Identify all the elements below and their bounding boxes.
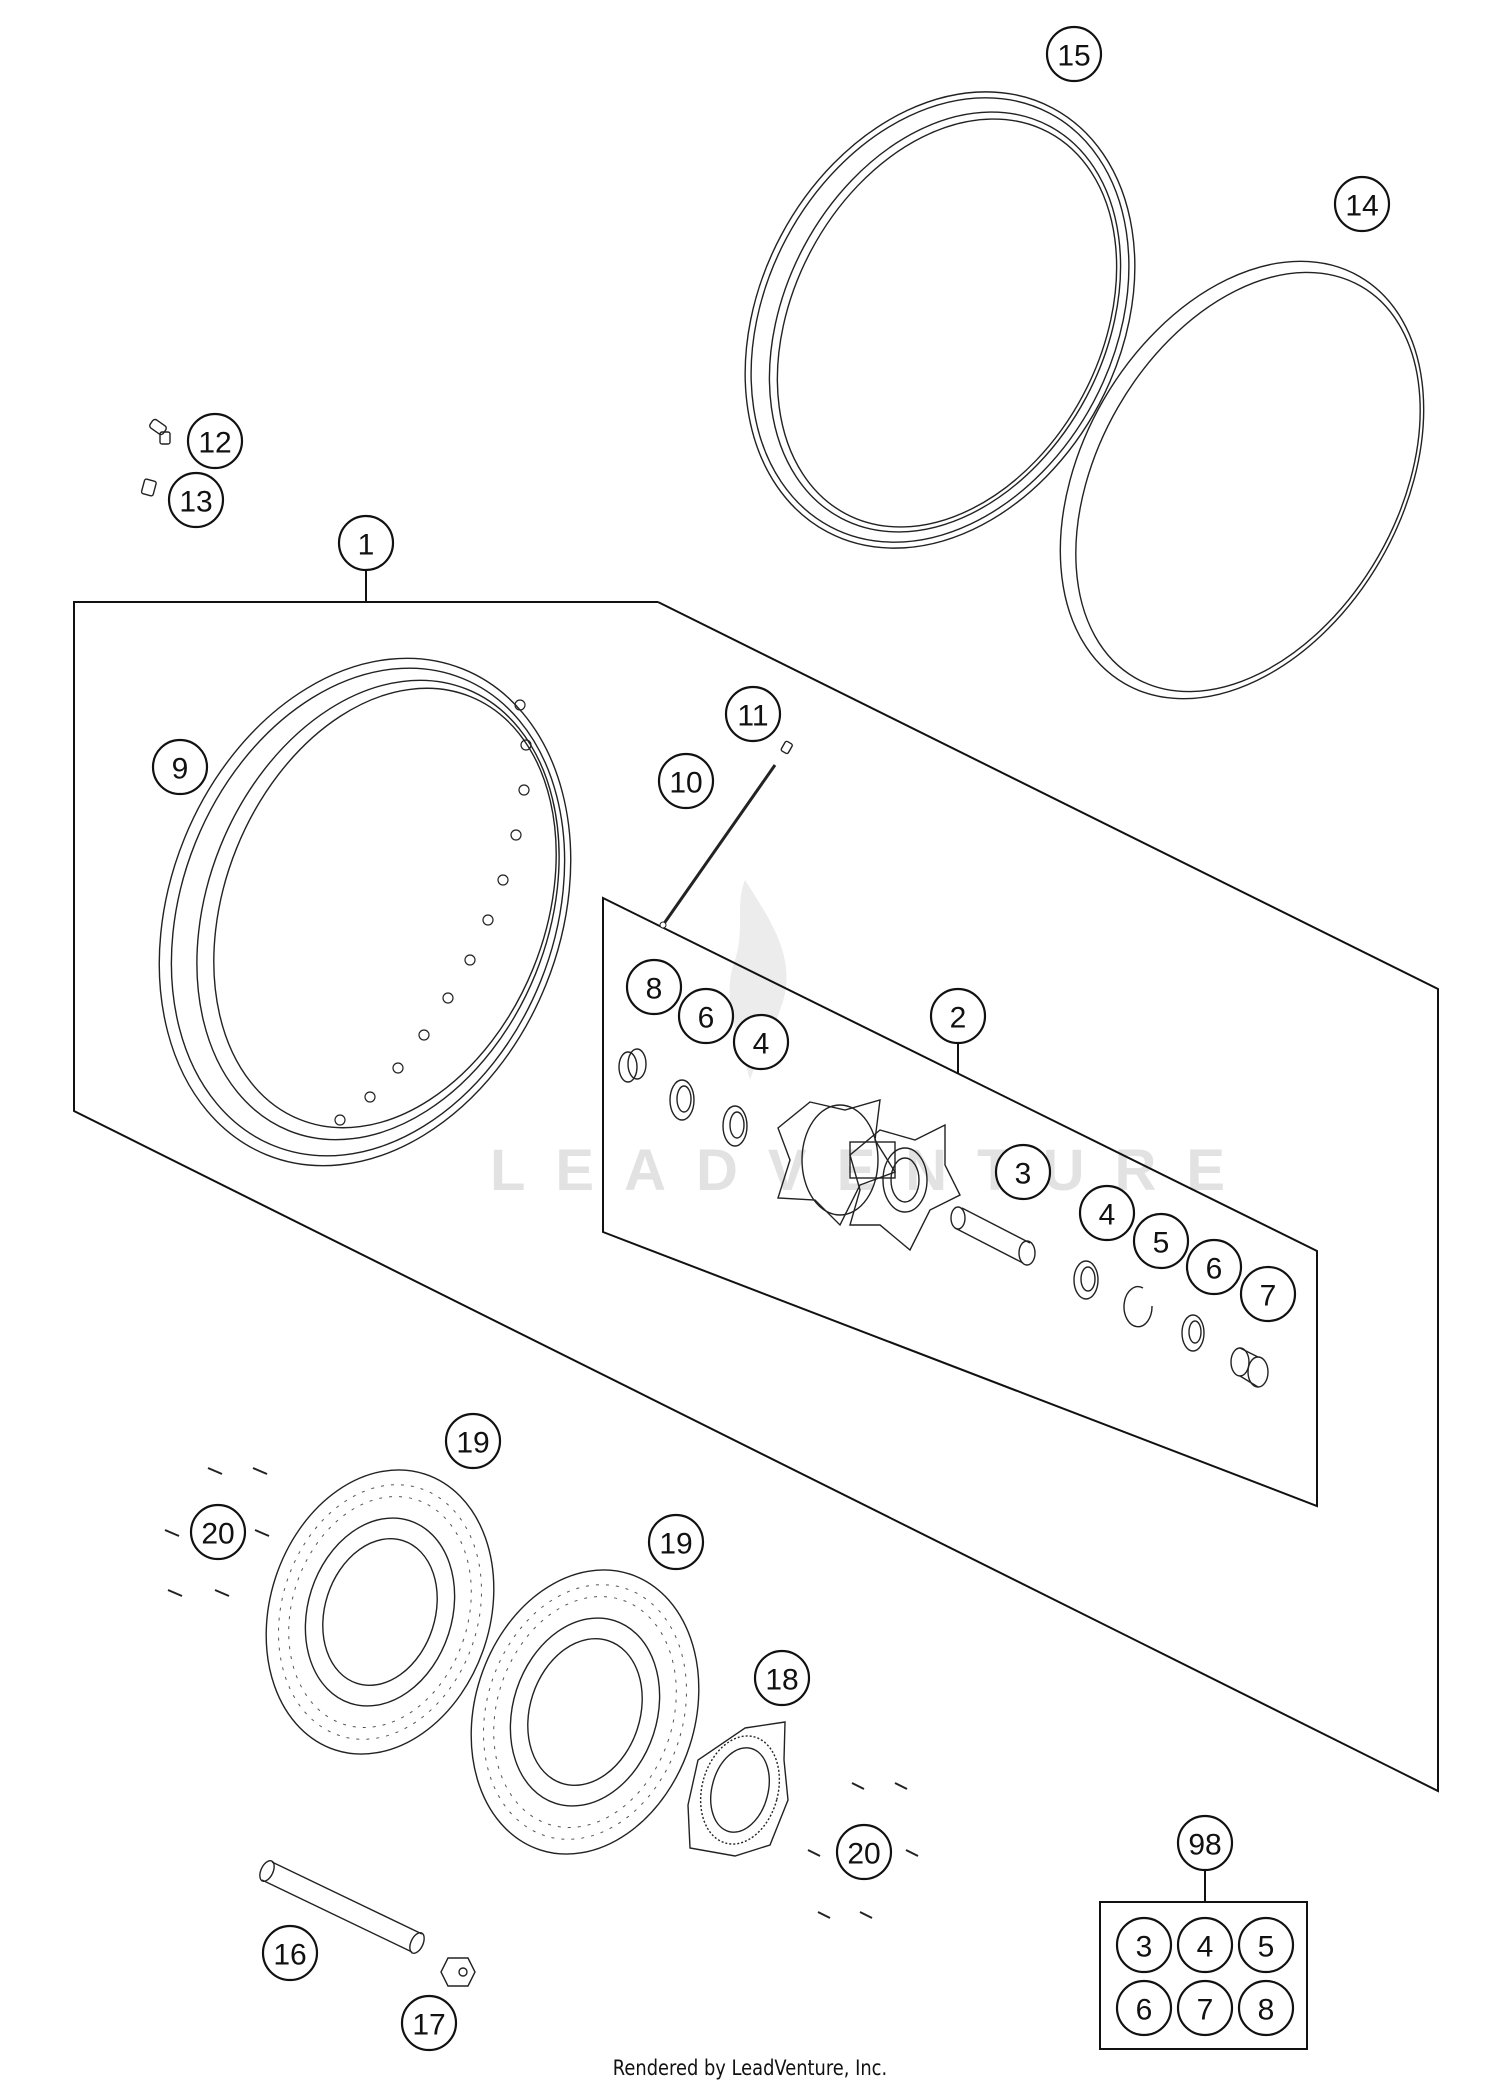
assembly-frame-1 — [73, 571, 1439, 1793]
kit-item-4[interactable]: 4 — [1176, 1916, 1234, 1974]
watermark: LEADVENTURE — [490, 880, 1255, 1203]
svg-text:19: 19 — [659, 1528, 692, 1561]
callout-12[interactable]: 12 — [186, 412, 244, 470]
svg-text:10: 10 — [669, 767, 702, 800]
wheel-spindle-icon — [259, 1860, 425, 1954]
svg-text:18: 18 — [765, 1664, 798, 1697]
svg-text:20: 20 — [847, 1838, 880, 1871]
bushing-8-icon — [618, 1048, 647, 1083]
callout-10[interactable]: 10 — [657, 752, 715, 810]
callout-5[interactable]: 5 — [1132, 1212, 1190, 1270]
svg-text:2: 2 — [950, 1002, 967, 1035]
kit-item-5[interactable]: 5 — [1237, 1916, 1295, 1974]
spoke-nipple-icon — [780, 740, 793, 755]
callout-98[interactable]: 98 — [1176, 1814, 1234, 1872]
circlip-5-icon — [1123, 1285, 1153, 1328]
bearing-4-icon — [722, 1105, 748, 1147]
svg-text:LEADVENTURE: LEADVENTURE — [490, 1138, 1255, 1203]
callout-11[interactable]: 11 — [724, 685, 782, 743]
assembly-frame-2 — [602, 896, 1318, 1508]
kit-item-3[interactable]: 3 — [1115, 1916, 1173, 1974]
svg-text:1: 1 — [358, 529, 375, 562]
callout-6-left[interactable]: 6 — [677, 987, 735, 1045]
svg-text:17: 17 — [412, 2009, 445, 2042]
svg-text:9: 9 — [172, 753, 189, 786]
svg-text:13: 13 — [179, 486, 212, 519]
callout-20-left[interactable]: 20 — [189, 1503, 247, 1561]
rim-band-icon — [1059, 260, 1425, 700]
callout-6-right[interactable]: 6 — [1185, 1238, 1243, 1296]
svg-text:16: 16 — [273, 1939, 306, 1972]
svg-text:6: 6 — [1206, 1253, 1223, 1286]
svg-text:6: 6 — [1136, 1994, 1153, 2027]
callout-9[interactable]: 9 — [151, 738, 209, 796]
brake-disc-left-icon — [265, 1469, 495, 1755]
bushing-7-icon — [1230, 1347, 1269, 1388]
abs-pulse-ring-icon — [687, 1721, 789, 1857]
svg-text:19: 19 — [456, 1427, 489, 1460]
callout-13[interactable]: 13 — [167, 471, 225, 529]
brake-disc-right-icon — [470, 1569, 700, 1855]
seal-6b-icon — [1181, 1314, 1205, 1352]
rim-icon — [158, 657, 572, 1167]
callout-14[interactable]: 14 — [1333, 175, 1391, 233]
svg-text:4: 4 — [1099, 1199, 1116, 1232]
svg-text:15: 15 — [1057, 40, 1090, 73]
spoke-icon — [659, 764, 777, 929]
svg-text:8: 8 — [646, 973, 663, 1006]
svg-text:11: 11 — [737, 700, 768, 733]
kit-item-8[interactable]: 8 — [1237, 1979, 1295, 2037]
callout-15[interactable]: 15 — [1045, 25, 1103, 83]
kit-item-7[interactable]: 7 — [1176, 1979, 1234, 2037]
callout-17[interactable]: 17 — [400, 1994, 458, 2052]
svg-text:98: 98 — [1188, 1829, 1221, 1862]
tire-icon — [744, 91, 1136, 549]
callout-20-right[interactable]: 20 — [835, 1823, 893, 1881]
spacer-sleeve-3-icon — [950, 1206, 1036, 1266]
kit-item-6[interactable]: 6 — [1115, 1979, 1173, 2037]
svg-text:4: 4 — [1197, 1931, 1214, 1964]
callout-4-right[interactable]: 4 — [1078, 1184, 1136, 1242]
callout-3[interactable]: 3 — [994, 1143, 1052, 1201]
valve-cap-icon — [140, 478, 157, 497]
svg-text:7: 7 — [1197, 1994, 1214, 2027]
svg-text:4: 4 — [753, 1028, 770, 1061]
callout-19-left[interactable]: 19 — [444, 1412, 502, 1470]
svg-text:8: 8 — [1258, 1994, 1275, 2027]
svg-text:3: 3 — [1015, 1158, 1032, 1191]
callout-4-left[interactable]: 4 — [732, 1013, 790, 1071]
svg-text:6: 6 — [698, 1002, 715, 1035]
spindle-nut-icon — [440, 1957, 476, 1987]
hub-icon — [777, 1099, 961, 1252]
bearing-4b-icon — [1073, 1260, 1099, 1300]
screws-left-icon — [164, 1467, 270, 1597]
footer-credit: Rendered by LeadVenture, Inc. — [612, 2056, 888, 2080]
callout-8[interactable]: 8 — [625, 958, 683, 1016]
kit-98 — [1099, 1870, 1308, 2050]
svg-text:12: 12 — [198, 427, 231, 460]
callout-7[interactable]: 7 — [1239, 1265, 1297, 1323]
seal-6-icon — [669, 1079, 695, 1121]
valve-icon — [149, 418, 171, 445]
callout-2[interactable]: 2 — [929, 987, 987, 1045]
svg-text:5: 5 — [1153, 1227, 1170, 1260]
screws-right-icon — [807, 1782, 919, 1919]
svg-text:20: 20 — [201, 1518, 234, 1551]
svg-text:5: 5 — [1258, 1931, 1275, 1964]
callout-18[interactable]: 18 — [753, 1649, 811, 1707]
callout-19-right[interactable]: 19 — [647, 1513, 705, 1571]
callout-1[interactable]: 1 — [337, 514, 395, 572]
svg-text:14: 14 — [1345, 190, 1378, 223]
svg-text:3: 3 — [1136, 1931, 1153, 1964]
callout-16[interactable]: 16 — [261, 1924, 319, 1982]
svg-text:7: 7 — [1260, 1280, 1277, 1313]
